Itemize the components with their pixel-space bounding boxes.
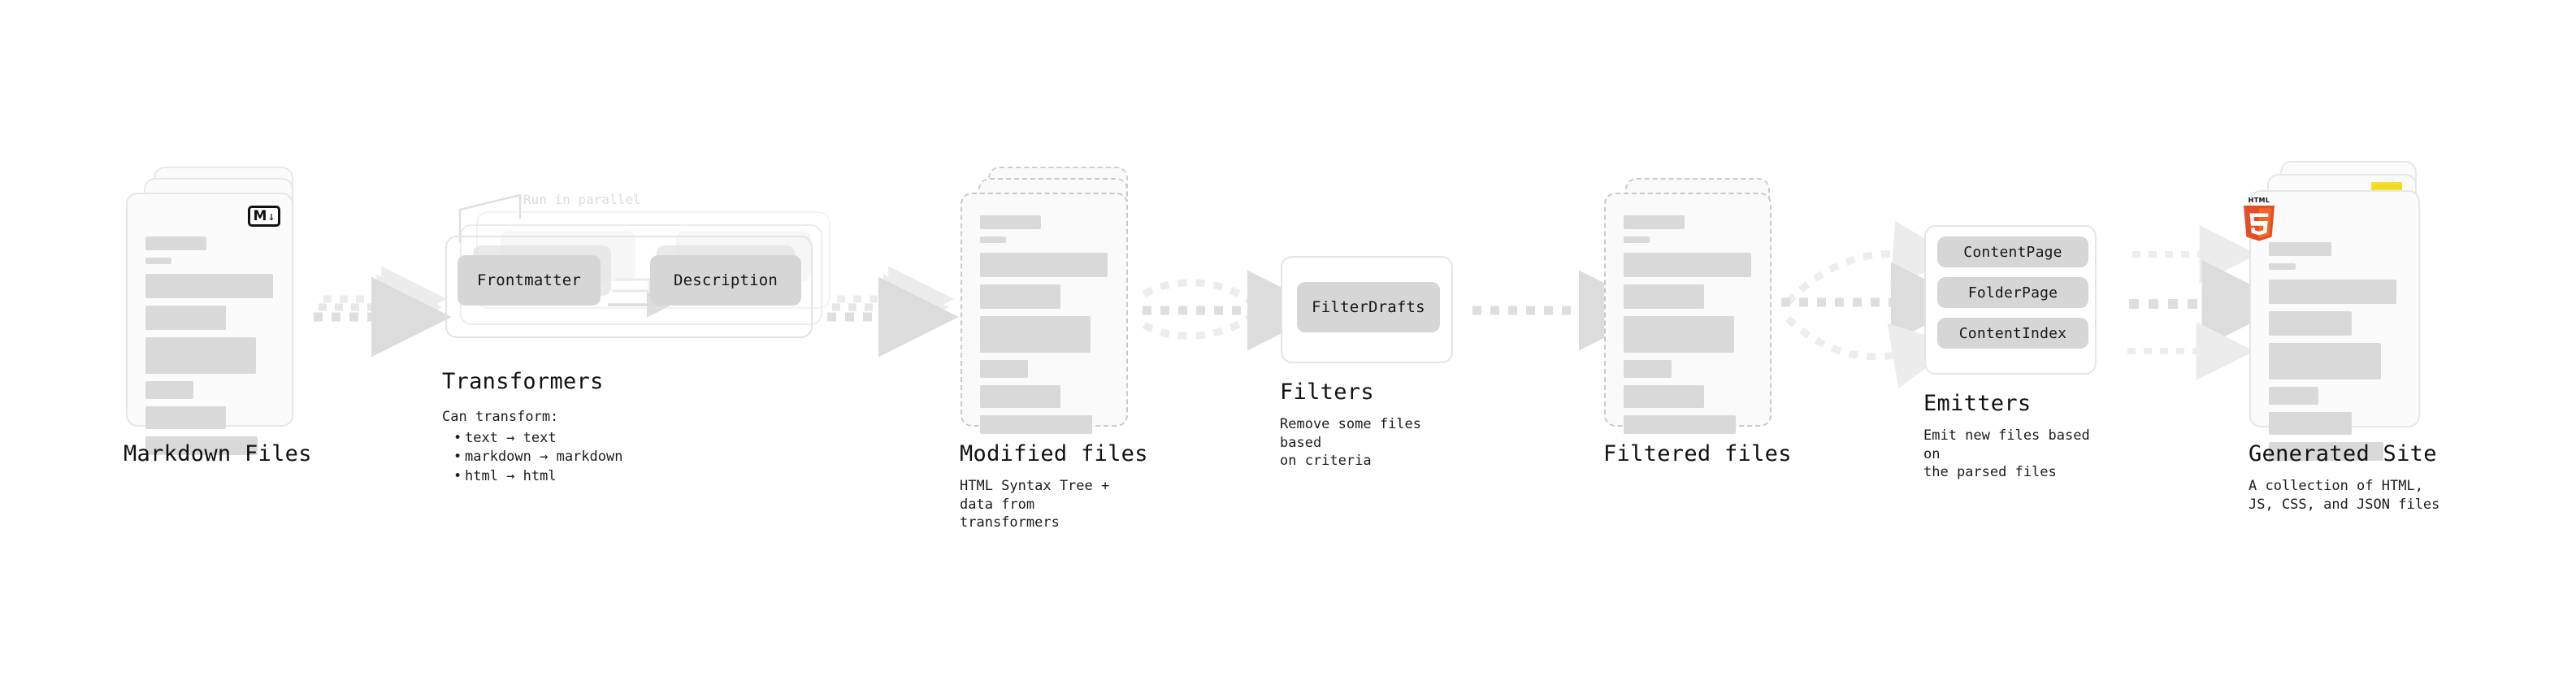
stage-title-modified-files: Modified files xyxy=(960,441,1148,466)
emitter-chip-contentpage[interactable]: ContentPage xyxy=(1937,236,2088,267)
transformer-group-stack: Frontmatter Description xyxy=(445,189,840,338)
stage-transformers: Run in parallel Frontmatter Description … xyxy=(442,189,840,487)
stage-markdown-files: M ↓ Markdown Files xyxy=(124,167,313,466)
emitter-chip-folderpage[interactable]: FolderPage xyxy=(1937,277,2088,308)
arrow-markdown-to-transformers xyxy=(314,266,452,358)
content-bar xyxy=(980,253,1108,277)
stage-title-markdown-files: Markdown Files xyxy=(124,441,312,466)
content-bar xyxy=(980,215,1042,229)
content-bar xyxy=(1624,284,1705,309)
stage-filters: FilterDrafts Filters Remove some files b… xyxy=(1280,256,1453,469)
content-bar xyxy=(980,415,1092,434)
markdown-badge: M ↓ xyxy=(248,206,280,227)
markdown-badge-arrow: ↓ xyxy=(267,208,275,223)
generated-card-content xyxy=(2269,242,2402,468)
content-bar xyxy=(1624,253,1751,277)
content-bar xyxy=(1624,316,1734,353)
content-bar xyxy=(2269,412,2352,435)
content-bar xyxy=(2269,280,2397,304)
emitter-chip-contentindex[interactable]: ContentIndex xyxy=(1937,318,2088,349)
content-bar xyxy=(2269,242,2332,256)
content-bar xyxy=(980,236,1006,243)
stage-desc-transformers: Can transform: xyxy=(442,409,559,425)
transformer-bullet: text → text xyxy=(452,429,622,449)
content-bar xyxy=(2269,311,2352,336)
filtered-card-content xyxy=(1624,215,1754,441)
run-in-parallel-label: Run in parallel xyxy=(523,192,641,207)
content-bar xyxy=(145,406,227,429)
content-bar xyxy=(145,436,258,455)
content-bar xyxy=(2269,387,2318,405)
stage-title-filtered-files: Filtered files xyxy=(1603,441,1792,466)
content-bar xyxy=(980,316,1091,353)
generated-card-front: HTML xyxy=(2244,190,2420,461)
transformer-bullet-list: text → text markdown → markdown html → h… xyxy=(452,429,622,487)
transformer-chip-description[interactable]: Description xyxy=(650,255,801,306)
content-bar xyxy=(145,381,194,399)
markdown-card-content xyxy=(145,236,275,462)
filter-chip-filterdrafts[interactable]: FilterDrafts xyxy=(1297,282,1440,332)
markdown-badge-letter: M xyxy=(253,207,267,224)
stage-title-filters: Filters xyxy=(1280,380,1374,405)
content-bar xyxy=(980,385,1061,408)
stage-desc-emitters: Emit new files based on the parsed files xyxy=(1923,427,2090,481)
modified-file-stack xyxy=(961,167,1139,434)
filters-group: FilterDrafts xyxy=(1281,256,1453,363)
content-bar xyxy=(2269,343,2381,380)
content-bar xyxy=(980,284,1061,309)
markdown-card-front: M ↓ xyxy=(126,193,293,455)
stage-desc-modified-files: HTML Syntax Tree + data from transformer… xyxy=(960,478,1110,531)
modified-card-front xyxy=(961,193,1128,434)
stage-desc-generated-site: A collection of HTML, JS, CSS, and JSON … xyxy=(2249,478,2440,513)
content-bar xyxy=(1624,215,1685,229)
transformer-group-front: Frontmatter Description xyxy=(445,236,813,338)
content-bar xyxy=(1624,385,1705,408)
stage-title-generated-site: Generated Site xyxy=(2249,441,2437,466)
stage-emitters: ContentPage FolderPage ContentIndex Emit… xyxy=(1923,225,2097,480)
stage-desc-filters: Remove some files based on criteria xyxy=(1280,416,1421,470)
stage-modified-files: Modified files HTML Syntax Tree + data f… xyxy=(960,167,1147,531)
content-bar xyxy=(145,258,171,264)
stage-generated-site: CSS HTML xyxy=(2244,161,2444,513)
filtered-file-stack xyxy=(1604,167,1783,434)
content-bar xyxy=(1624,415,1736,434)
stage-title-emitters: Emitters xyxy=(1923,391,2032,416)
content-bar xyxy=(145,236,207,250)
content-bar xyxy=(2269,263,2296,270)
arrow-filtered-to-emitters xyxy=(1781,220,1971,388)
stage-filtered-files: Filtered files xyxy=(1603,167,1791,466)
transformer-bullet: markdown → markdown xyxy=(452,448,622,467)
generated-file-stack: CSS HTML xyxy=(2244,161,2444,461)
html5-badge-label: HTML xyxy=(2248,197,2270,204)
html5-badge: HTML xyxy=(2241,197,2277,241)
arrow-emitters-to-site xyxy=(2127,225,2290,380)
transformer-chip-frontmatter[interactable]: Frontmatter xyxy=(458,255,601,306)
stage-title-transformers: Transformers xyxy=(442,369,604,394)
arrow-modified-to-filters xyxy=(1142,270,1328,351)
content-bar xyxy=(1624,360,1672,378)
emitters-group: ContentPage FolderPage ContentIndex xyxy=(1924,225,2097,375)
markdown-file-stack: M ↓ xyxy=(126,167,313,455)
content-bar xyxy=(145,337,256,374)
filtered-card-front xyxy=(1604,193,1772,434)
content-bar xyxy=(145,274,273,298)
modified-card-content xyxy=(980,215,1110,441)
content-bar xyxy=(145,306,227,330)
content-bar xyxy=(2269,442,2384,461)
transformer-bullet: html → html xyxy=(452,467,622,487)
content-bar xyxy=(980,360,1029,378)
content-bar xyxy=(1624,236,1650,243)
